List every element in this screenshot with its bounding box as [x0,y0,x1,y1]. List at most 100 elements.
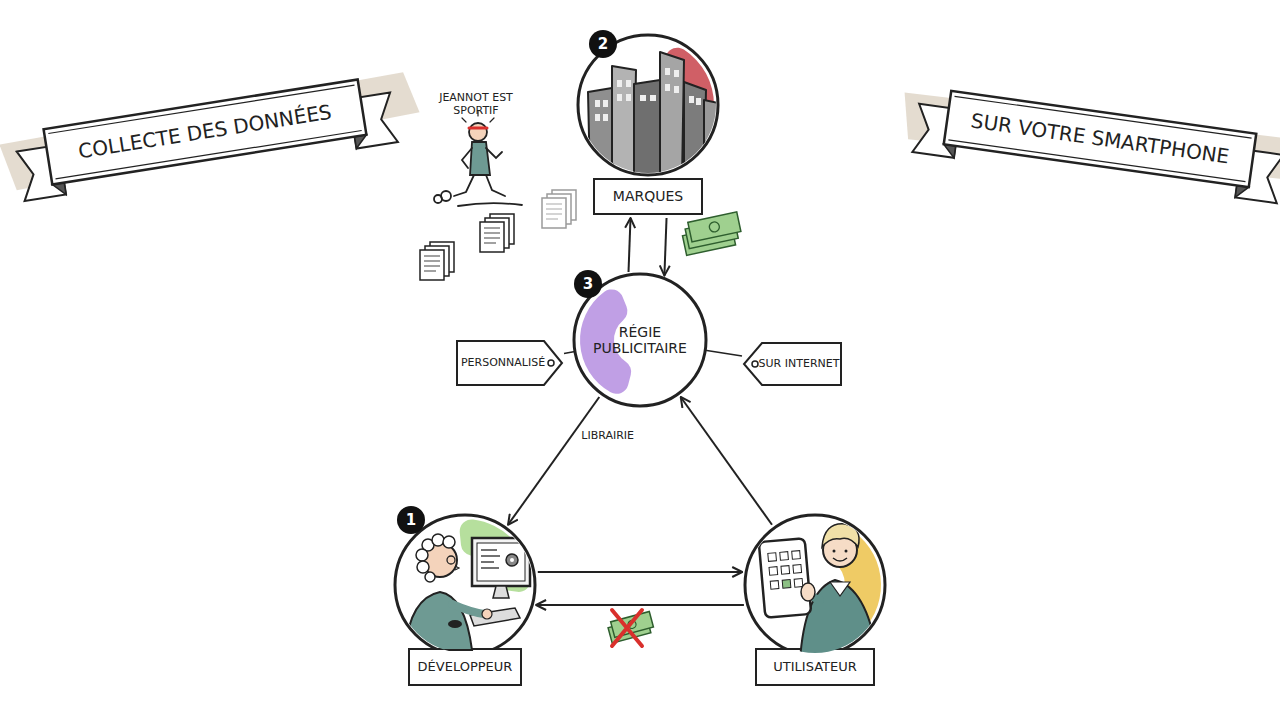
flow-arrow [508,397,599,525]
node-label-box: MARQUES [593,178,703,215]
edge-label: LIBRAIRIE [581,429,634,442]
callout-number: 3 [583,275,593,293]
user-illustration [769,567,778,576]
user-illustration [759,524,878,660]
runner-figure [434,195,442,203]
callout-badge [589,30,617,58]
city-buildings [674,70,679,77]
user-illustration [782,580,791,589]
developer-illustration [416,534,455,582]
user-illustration [793,565,802,574]
tag-string [564,351,575,353]
ribbon-edge [948,96,1251,181]
developer-illustration [443,536,455,548]
city-buildings [603,100,608,107]
city-buildings [626,94,631,101]
flow-arrow [664,218,666,276]
runner-figure [458,203,522,206]
node-text: SUR INTERNET [759,358,840,371]
developer-illustration [416,549,428,561]
runner-figure [486,175,505,196]
city-buildings [665,68,670,75]
circle-fill [395,515,535,655]
circle-outline [395,515,535,655]
runner-figure [470,142,490,175]
city-buildings [612,66,636,180]
flow-arrow [681,397,772,525]
runner-figure [486,148,502,158]
city-buildings [595,100,600,107]
user-illustration [801,583,815,601]
node-label-box: DÉVELOPPEUR [408,648,522,686]
crossed-money [607,612,655,644]
runner-figure [462,148,472,168]
price-tag: SUR INTERNET [742,342,842,386]
developer-illustration [481,550,500,568]
callout-badge [397,30,617,534]
node-text: PERSONNALISÉ [461,357,545,370]
city-buildings [588,52,724,180]
flow-arrow [538,571,742,573]
city-buildings [595,114,600,121]
annotation-text: JEANNOT EST SPORTIF [426,91,526,117]
city-buildings [640,95,646,101]
money-bills [680,212,743,255]
developer-illustration [447,556,455,564]
city-buildings [650,95,656,101]
user-illustration [768,553,777,562]
user-illustration [830,582,850,596]
beige-brush [898,84,1280,195]
user-illustration [759,538,811,618]
user-illustration [780,552,789,561]
callout-badge [397,506,425,534]
title-ribbon: SUR VOTRE SMARTPHONE [938,90,1262,188]
developer-illustration [510,558,514,562]
user-illustration [833,558,847,561]
developer-illustration [432,534,444,546]
developer-illustration [455,566,459,570]
crossed-money [607,610,655,646]
callout-number: 2 [598,35,608,53]
ribbon-body [944,91,1257,187]
user-illustration [770,581,779,590]
money-bills [688,212,741,242]
developer-illustration [472,538,530,586]
tag-eyelet [752,361,758,367]
data-documents [542,190,576,228]
city-buildings [595,68,701,121]
city-buildings [684,82,706,180]
flow-arrow [536,604,744,606]
city-buildings [634,80,660,180]
developer-illustration [493,586,509,598]
crossed-money [612,610,642,646]
user-illustration [781,566,790,575]
developer-illustration [405,592,472,650]
city-buildings [665,84,670,91]
ribbon-body [44,79,367,184]
developer-illustration [482,609,492,619]
developer-illustration [477,543,525,581]
tag-eyelet [548,360,554,366]
user-illustration [822,524,859,547]
callout-badge [574,270,602,298]
user-illustration [768,551,803,590]
beige-brush [0,71,422,192]
user-illustration [792,551,801,560]
callout-number: 1 [406,511,416,529]
ribbon-edge [48,85,361,179]
tag-outline [457,341,562,385]
developer-illustration [448,620,462,628]
price-tag: PERSONNALISÉ [456,340,564,386]
city-buildings [660,52,684,180]
city-buildings [617,80,622,87]
developer-illustration [425,572,435,582]
city-buildings [617,94,622,101]
brush-stroke [460,519,531,591]
city-buildings [603,114,608,121]
runner-figure [469,127,487,130]
developer-illustration [506,554,518,566]
developer-illustration [452,604,484,614]
runner-figure [469,123,487,141]
